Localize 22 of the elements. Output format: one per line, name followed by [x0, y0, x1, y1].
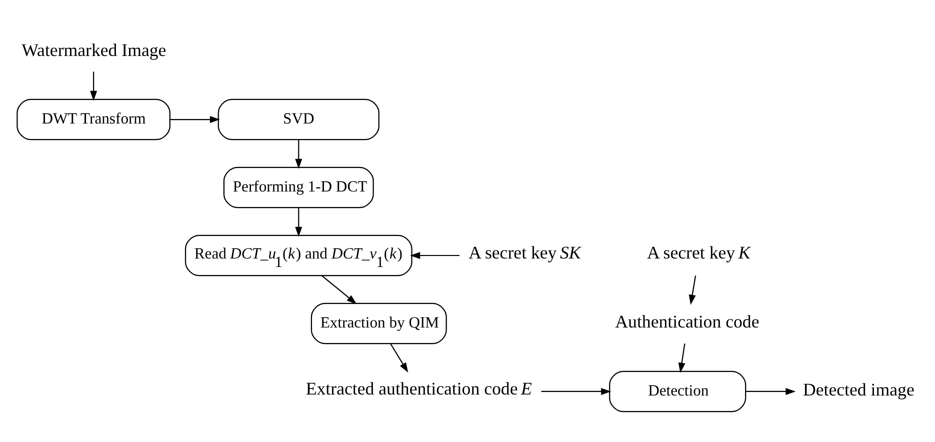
arrow — [390, 342, 408, 372]
arrow — [90, 71, 98, 100]
node-box: DWT Transform — [16, 98, 170, 140]
arrow — [688, 275, 696, 304]
node-text: Extracted authentication code E — [306, 378, 532, 398]
node-box: Detection — [609, 370, 746, 412]
node-text: Detected image — [803, 379, 914, 400]
node-box: Extraction by QIM — [310, 302, 447, 344]
arrow — [322, 274, 357, 304]
node-text: Watermarked Image — [22, 39, 166, 60]
arrow — [541, 387, 612, 394]
node-text: Authentication code — [615, 311, 760, 332]
arrow — [170, 116, 220, 123]
arrow — [295, 207, 302, 236]
node-box: SVD — [218, 98, 380, 140]
arrow — [295, 139, 302, 168]
node-text: A secret key K — [646, 242, 750, 262]
arrow — [678, 343, 686, 372]
node-text: A secret key SK — [468, 242, 581, 262]
arrow — [746, 387, 796, 394]
node-box: Performing 1-D DCT — [223, 166, 374, 208]
arrow — [410, 251, 460, 259]
